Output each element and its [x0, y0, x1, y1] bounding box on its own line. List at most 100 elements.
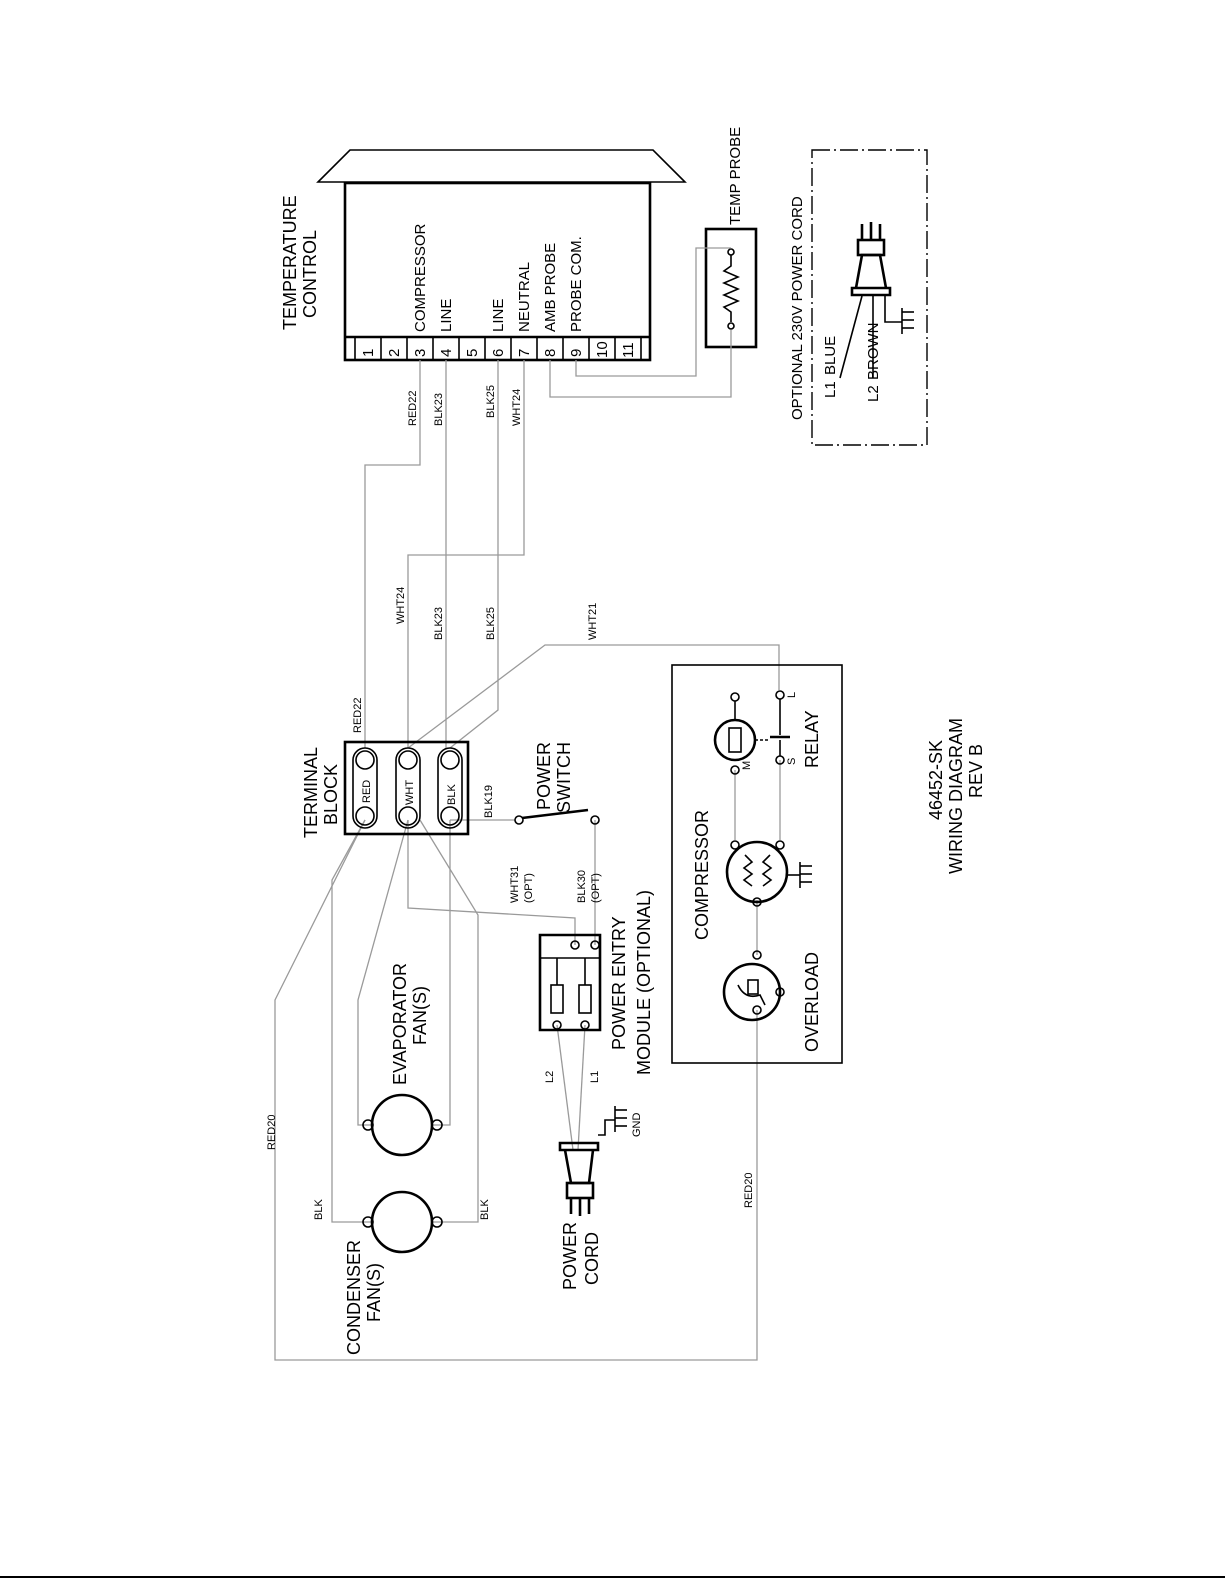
- drawing-revision: REV B: [966, 744, 986, 798]
- compressor: COMPRESSOR: [692, 810, 812, 940]
- terminal-red-label: RED: [361, 780, 373, 803]
- terminal-4: 4: [438, 349, 455, 357]
- power-entry-label-2: MODULE (OPTIONAL): [634, 890, 654, 1075]
- terminal-9: 9: [568, 349, 585, 357]
- terminal-wht: [395, 747, 421, 829]
- ground-icon-230: [901, 308, 914, 334]
- terminal-label-line-6: LINE: [490, 299, 507, 332]
- wiring: [274, 247, 781, 1361]
- terminal-block-body: [343, 740, 470, 836]
- label-blk-condenser-left: BLK: [313, 1199, 325, 1220]
- terminal-8: 8: [542, 349, 559, 357]
- relay-l-label: L: [786, 692, 798, 698]
- condenser-label-1: CONDENSER: [344, 1240, 364, 1355]
- evaporator-label-2: FAN(S): [410, 986, 430, 1045]
- power-entry-label-1: POWER ENTRY: [609, 916, 629, 1050]
- condenser-fan-icon: [370, 1190, 434, 1254]
- terminal-block-title-1: TERMINAL: [301, 747, 321, 838]
- terminal-3: 3: [412, 349, 429, 357]
- terminal-label-probe-com: PROBE COM.: [568, 236, 585, 332]
- terminal-6: 6: [490, 349, 507, 357]
- terminal-label-amb-probe: AMB PROBE: [542, 243, 559, 332]
- overload-label: OVERLOAD: [802, 952, 822, 1052]
- temperature-control: 1 2 3 4 5 6 7 8 9 10 11 COMPRESSOR LINE …: [280, 149, 687, 362]
- relay: M S L RELAY: [713, 690, 822, 775]
- switch-contact-b: [590, 815, 600, 825]
- wire-labels: RED22 BLK23 BLK25 WHT24 WHT24 BLK23 BLK2…: [266, 385, 755, 1220]
- temp-probe-label: TEMP PROBE: [727, 127, 744, 225]
- label-l1: L1: [589, 1071, 601, 1083]
- evaporator-fan-icon: [370, 1093, 434, 1157]
- optional-cord-title: OPTIONAL 230V POWER CORD: [789, 196, 806, 420]
- label-blk23-top: BLK23: [433, 393, 445, 426]
- overload-icon: [722, 962, 782, 1022]
- switch-lever: [521, 808, 589, 820]
- page-bottom-rule: [0, 1576, 1225, 1578]
- title-block: 46452-SK WIRING DIAGRAM REV B: [926, 718, 986, 874]
- drawing-number: 46452-SK: [926, 740, 946, 820]
- wire-probe-com: [575, 247, 731, 377]
- relay-label: RELAY: [802, 710, 822, 768]
- label-blk23-mid: BLK23: [433, 607, 445, 640]
- power-switch-label-1: POWER: [534, 742, 554, 810]
- control-bezel: [316, 149, 687, 183]
- power-cord-label-2: CORD: [582, 1232, 602, 1285]
- label-blk30-opt: (OPT): [590, 873, 602, 903]
- wire-wht31: [407, 820, 576, 945]
- thermistor-icon: [721, 255, 741, 322]
- brown-label: BROWN: [865, 323, 882, 381]
- evaporator-label-1: EVAPORATOR: [390, 963, 410, 1085]
- condenser-label-2: FAN(S): [364, 1263, 384, 1322]
- terminal-block-title-2: BLOCK: [321, 764, 341, 825]
- plug-230v-icon: [850, 222, 892, 297]
- label-l2: L2: [544, 1071, 556, 1083]
- relay-s-label: S: [786, 758, 798, 765]
- wire-wht21: [407, 644, 780, 749]
- label-wht31-opt: (OPT): [523, 873, 535, 903]
- label-wht31: WHT31: [509, 866, 521, 903]
- switch-contact-a: [514, 815, 524, 825]
- label-red22-top: RED22: [407, 391, 419, 426]
- label-blk30: BLK30: [576, 870, 588, 903]
- wire-l2: [556, 1024, 574, 1151]
- label-red20-right: RED20: [743, 1173, 755, 1208]
- label-wht21: WHT21: [587, 603, 599, 640]
- power-cord-label-1: POWER: [560, 1222, 580, 1290]
- power-switch-label-2: SWITCH: [554, 742, 574, 813]
- label-wht24-top: WHT24: [511, 389, 523, 426]
- compressor-section: M S L RELAY COMPRESSOR: [671, 664, 843, 1064]
- power-cord: GND POWER CORD: [558, 1106, 643, 1290]
- plug-body-icon: [563, 1149, 595, 1185]
- label-red20-left: RED20: [266, 1115, 278, 1150]
- l2-label-230: L2: [865, 385, 882, 402]
- compressor-label: COMPRESSOR: [692, 810, 712, 940]
- control-housing: [343, 181, 652, 362]
- l1-label-230: L1: [822, 381, 839, 398]
- relay-coil-icon: [713, 718, 757, 762]
- terminal-label-compressor: COMPRESSOR: [412, 223, 429, 332]
- fuse-b: [578, 984, 592, 1014]
- wire-l1: [577, 1024, 586, 1151]
- terminal-blk-label: BLK: [446, 784, 458, 805]
- temp-probe: TEMP PROBE: [704, 127, 758, 349]
- temperature-control-title-2: CONTROL: [300, 230, 320, 318]
- overload: OVERLOAD: [722, 950, 822, 1052]
- wire-blue: [839, 295, 863, 379]
- wire-amb-probe: [549, 330, 732, 398]
- wire-red20: [274, 819, 758, 1361]
- evaporator-fan: EVAPORATOR FAN(S): [362, 963, 443, 1157]
- terminal-wht-label: WHT: [404, 780, 416, 805]
- wire-red22: [364, 360, 421, 748]
- label-blk25-mid: BLK25: [485, 607, 497, 640]
- wire-blk-evaporator-b: [432, 820, 451, 1126]
- condenser-fan: CONDENSER FAN(S): [344, 1190, 443, 1355]
- terminal-block: RED WHT BLK TERMINAL BLOCK: [301, 740, 470, 838]
- compressor-box: [671, 664, 843, 1064]
- compressor-icon: [725, 840, 789, 904]
- label-blk25-top: BLK25: [485, 385, 497, 418]
- wire-blk25: [449, 360, 499, 749]
- fuse-a: [550, 984, 564, 1014]
- gnd-label: GND: [631, 1113, 643, 1138]
- optional-cord-border: [811, 149, 928, 446]
